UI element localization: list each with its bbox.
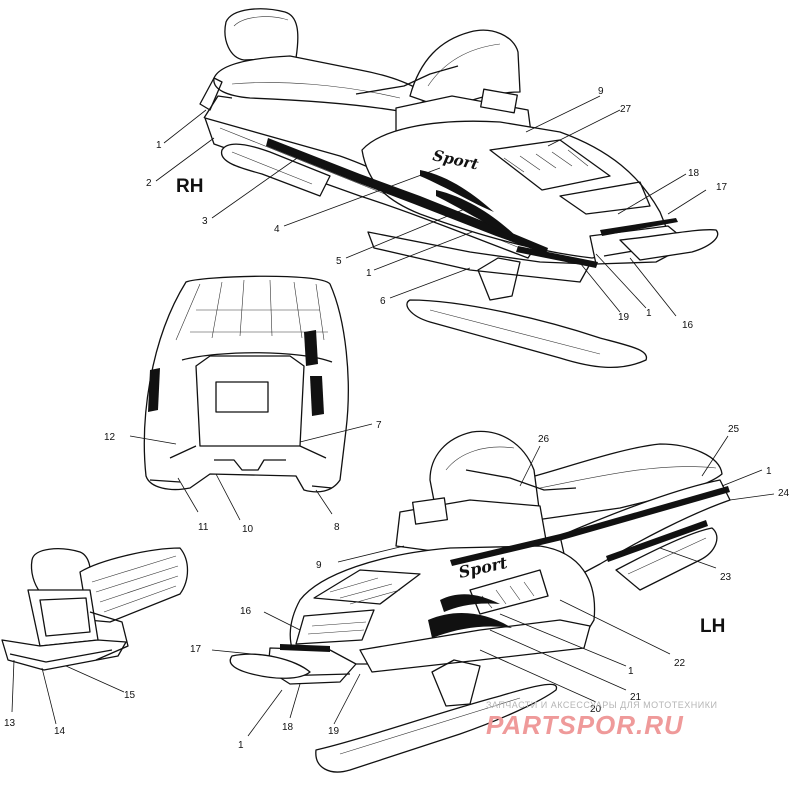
- rh-callouts: 1 2 3 4 5 1 6 19 1 16 17 18 27 9: [146, 86, 728, 331]
- callout-rh-2: 2: [146, 178, 152, 189]
- callout-rh-17: 17: [716, 182, 728, 193]
- watermark: ЗАПЧАСТИ И АКСЕССУАРЫ ДЛЯ МОТОТЕХНИКИ PA…: [486, 700, 717, 740]
- callout-rh-3: 3: [202, 216, 208, 227]
- callout-rh-6: 6: [380, 296, 386, 307]
- callout-seat-13: 13: [4, 718, 16, 729]
- callout-lh-19: 19: [328, 726, 340, 737]
- callout-lh-17: 17: [190, 644, 202, 655]
- callout-lh-25: 25: [728, 424, 740, 435]
- seat-callouts: 13 14 15: [4, 690, 136, 737]
- rh-view-label: RH: [176, 176, 203, 197]
- rh-leader-lines: [155, 95, 707, 317]
- callout-lh-22: 22: [674, 658, 686, 669]
- watermark-tagline: ЗАПЧАСТИ И АКСЕССУАРЫ ДЛЯ МОТОТЕХНИКИ: [486, 700, 717, 710]
- callout-lh-16: 16: [240, 606, 252, 617]
- callout-rh-1c: 1: [646, 308, 652, 319]
- callout-lh-26: 26: [538, 434, 550, 445]
- callout-rh-16: 16: [682, 320, 694, 331]
- callout-rh-9: 9: [598, 86, 604, 97]
- callout-lh-1b: 1: [628, 666, 634, 677]
- callout-lh-24: 24: [778, 488, 790, 499]
- lh-callouts: 26 25 1 24 23 9 22 1 21 20 16 17 18 19 1: [190, 424, 790, 751]
- callout-rh-1a: 1: [156, 140, 162, 151]
- lh-snowmobile-drawing: Sport: [229, 430, 731, 773]
- callout-rh-5: 5: [336, 256, 342, 267]
- hood-leader-lines: [129, 423, 373, 521]
- callout-lh-20: 20: [590, 704, 602, 715]
- callout-lh-18: 18: [282, 722, 294, 733]
- callout-rh-1b: 1: [366, 268, 372, 279]
- callout-hood-8: 8: [334, 522, 340, 533]
- seat-leader-lines: [11, 659, 125, 725]
- callout-seat-15: 15: [124, 690, 136, 701]
- lh-leader-lines: [211, 435, 775, 737]
- rh-snowmobile-drawing: Sport: [199, 8, 719, 369]
- callout-seat-14: 14: [54, 726, 66, 737]
- callout-rh-4: 4: [274, 224, 280, 235]
- lh-view-label: LH: [700, 616, 725, 637]
- callout-lh-23: 23: [720, 572, 732, 583]
- seat-drawing: [1, 547, 189, 671]
- callout-lh-9: 9: [316, 560, 322, 571]
- callout-lh-21: 21: [630, 692, 642, 703]
- callout-hood-7: 7: [376, 420, 382, 431]
- callout-lh-1a: 1: [766, 466, 772, 477]
- watermark-site: PARTSPOR.RU: [486, 710, 684, 740]
- callout-hood-11: 11: [198, 522, 209, 533]
- callout-rh-19: 19: [618, 312, 630, 323]
- hood-callouts: 12 11 10 8 7: [104, 420, 382, 535]
- hood-drawing: [143, 275, 349, 493]
- callout-rh-18: 18: [688, 168, 700, 179]
- callout-lh-1c: 1: [238, 740, 244, 751]
- callout-hood-10: 10: [242, 524, 254, 535]
- callout-hood-12: 12: [104, 432, 116, 443]
- callout-rh-27: 27: [620, 104, 632, 115]
